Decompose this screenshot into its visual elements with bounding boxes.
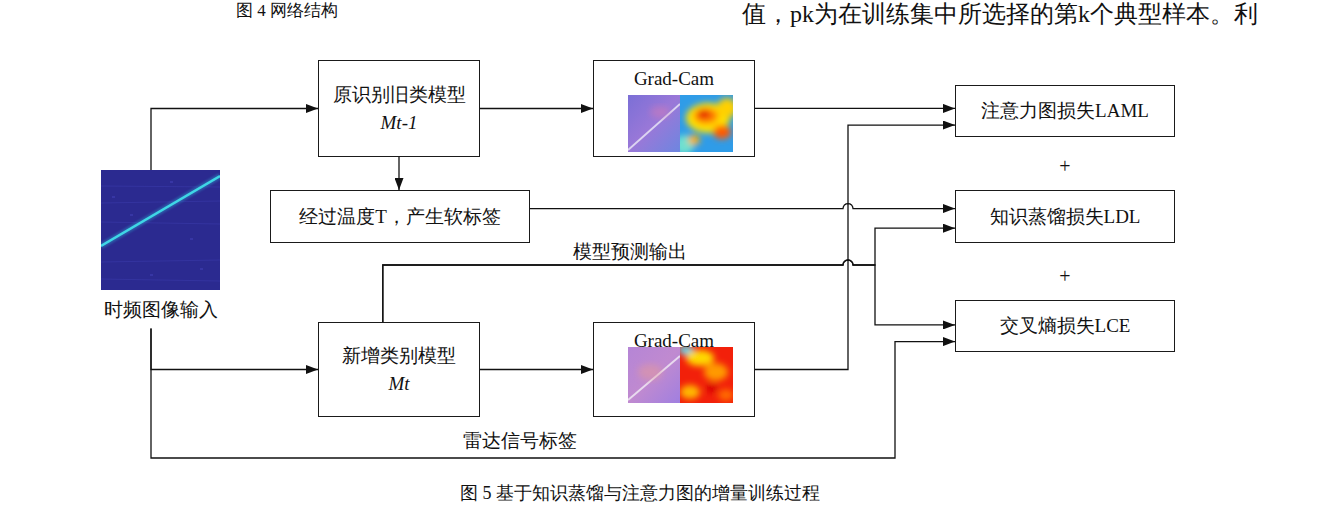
spectrogram-image: [101, 170, 220, 290]
node-text: 原识别旧类模型: [333, 81, 466, 109]
model-symbol: Mt-1: [381, 109, 418, 137]
image-caption: 时频图像输入: [104, 296, 218, 324]
figure-title-fragment: 图 4 网络结构: [236, 1, 338, 21]
process-box: 经过温度T，产生软标签: [270, 190, 530, 243]
node-text: 经过温度T，产生软标签: [299, 203, 501, 231]
plus-sign: +: [1059, 154, 1070, 178]
connector-arrow: [151, 109, 318, 171]
node-text: 新增类别模型: [342, 342, 456, 370]
connector-arrow: [398, 157, 399, 190]
plus-sign: +: [1059, 264, 1070, 288]
node-text: 注意力图损失LAML: [981, 97, 1149, 125]
model-symbol: Mt: [388, 370, 409, 398]
edge-label: 雷达信号标签: [460, 430, 580, 453]
loss-box: 知识蒸馏损失LDL: [955, 190, 1175, 243]
loss-box: 交叉熵损失LCE: [955, 300, 1175, 352]
body-text-fragment: 值，pk为在训练集中所选择的第k个典型样本。利: [742, 0, 1258, 28]
connector-arrow: [151, 329, 955, 458]
edge-label: 模型预测输出: [570, 241, 690, 264]
node-text: 知识蒸馏损失LDL: [990, 203, 1141, 231]
connector-arrow: [480, 369, 593, 370]
connector-arrow: [530, 204, 955, 209]
connector-arrow: [755, 108, 955, 109]
model-box: 新增类别模型Mt: [318, 322, 480, 417]
node-text: Grad-Cam: [634, 65, 714, 93]
loss-box: 注意力图损失LAML: [955, 85, 1175, 137]
connector-arrow: [755, 125, 955, 369]
node-text: Grad-Cam: [634, 327, 714, 355]
gradcam-heatmap: [628, 345, 734, 403]
model-box: 原识别旧类模型Mt-1: [318, 60, 480, 157]
node-text: 交叉熵损失LCE: [1000, 312, 1131, 340]
gradcam-heatmap: [628, 95, 737, 155]
gradcam-box: Grad-Cam: [593, 322, 755, 417]
connector-arrow: [480, 108, 593, 109]
figure-caption: 图 5 基于知识蒸馏与注意力图的增量训练过程: [460, 483, 820, 505]
input-image: 时频图像输入: [101, 170, 220, 290]
gradcam-box: Grad-Cam: [593, 60, 755, 157]
connector-arrow: [383, 260, 955, 325]
connector-arrow: [151, 329, 318, 370]
